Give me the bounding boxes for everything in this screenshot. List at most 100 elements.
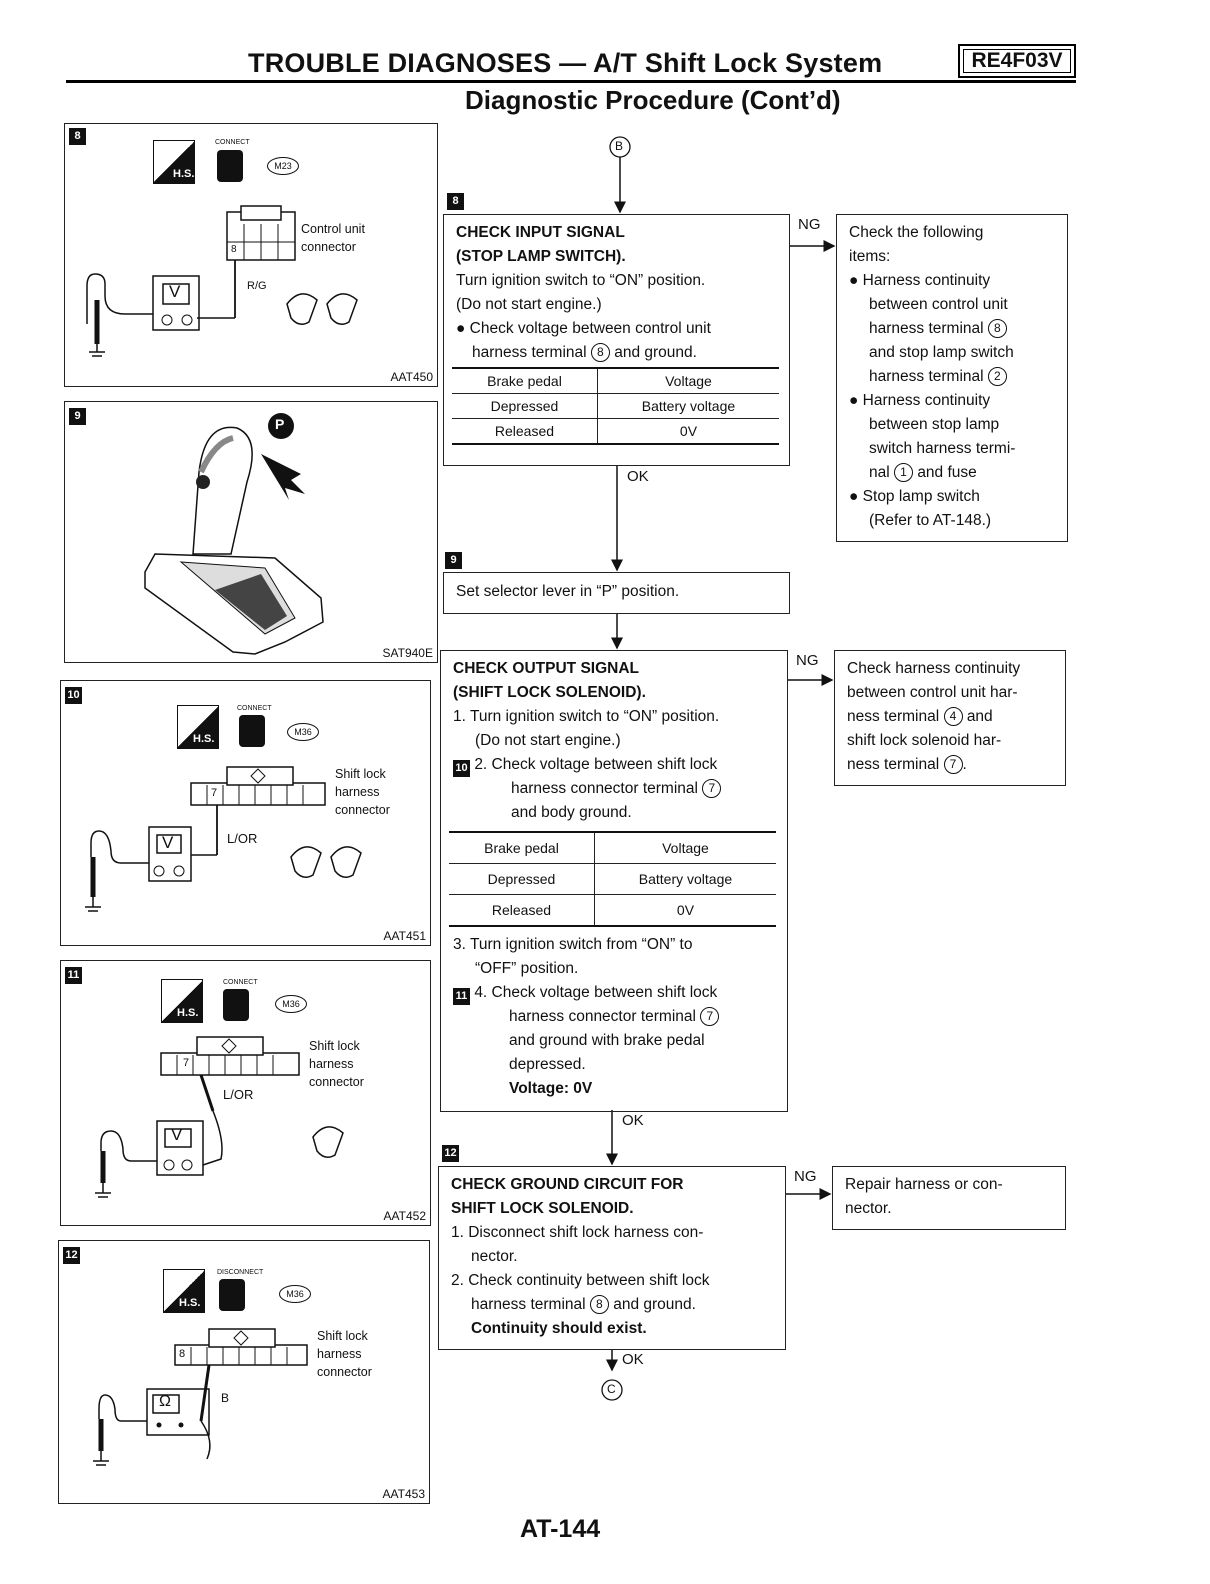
ng-box-line: between control unit <box>869 296 1008 313</box>
table-cell: 0V <box>594 894 776 927</box>
step-12-title: CHECK GROUND CIRCUIT FOR <box>451 1176 684 1193</box>
page-subtitle: Diagnostic Procedure (Cont’d) <box>465 85 841 115</box>
connect-type-label: CONNECT <box>237 705 272 712</box>
connector-label-line: connector <box>309 1075 364 1089</box>
terminal-number: 7 <box>943 755 963 774</box>
meter-symbol: V <box>171 1125 183 1144</box>
ok-label: OK <box>622 1112 644 1129</box>
bullet-text: and fuse <box>917 464 977 481</box>
connector-id-badge: M36 <box>275 995 307 1013</box>
terminal-number: 8 <box>590 343 610 362</box>
page-title: TROUBLE DIAGNOSES — A/T Shift Lock Syste… <box>248 48 883 78</box>
figure-11-panel: 11 H.S. CONNECT M36 7 V L/OR Shift lock … <box>60 960 431 1226</box>
step-10-text: 2. Check voltage between shift lock <box>474 756 718 773</box>
step-10-box: CHECK OUTPUT SIGNAL (SHIFT LOCK SOLENOID… <box>440 650 788 1112</box>
figure-step-number: 11 <box>65 967 82 984</box>
bullet-text: Harness continuity <box>862 392 991 409</box>
step-10-line: and body ground. <box>511 804 632 821</box>
connector-label: Shift lock harness connector <box>335 765 390 819</box>
step-10-line: “OFF” position. <box>475 960 579 977</box>
connector-pin-label: 7 <box>183 1057 190 1069</box>
figure-code: AAT452 <box>383 1209 426 1223</box>
step-12-box: CHECK GROUND CIRCUIT FOR SHIFT LOCK SOLE… <box>438 1166 786 1350</box>
connector-label-line: Control unit <box>301 222 365 236</box>
connector-label-line: harness <box>309 1057 354 1071</box>
connector-diagram <box>85 766 362 912</box>
connect-type-label: DISCONNECT <box>217 1269 264 1276</box>
step-10-title2: (SHIFT LOCK SOLENOID). <box>453 684 646 701</box>
terminal-number: 4 <box>943 707 963 726</box>
connector-label: Shift lock harness connector <box>317 1327 372 1381</box>
step-8-line: (Do not start engine.) <box>456 296 602 313</box>
terminal-number: 8 <box>987 319 1007 338</box>
hs-label: H.S. <box>193 733 215 745</box>
connector-label-bottom: C <box>607 1382 616 1396</box>
hs-tester-icon <box>153 140 195 184</box>
step-12-text: harness terminal <box>471 1296 586 1313</box>
connector-id-badge: M23 <box>267 157 299 175</box>
bullet-text: Harness continuity <box>862 272 991 289</box>
step-12-spec: Continuity should exist. <box>471 1320 647 1337</box>
figure-step-number: 8 <box>69 128 86 145</box>
ng-text: and <box>966 708 993 725</box>
connector-plug-icon <box>223 989 249 1021</box>
bullet-text: harness terminal <box>869 368 984 385</box>
terminal-number: 2 <box>987 367 1007 386</box>
figure-step-number: 9 <box>69 408 86 425</box>
hs-label: H.S. <box>179 1297 201 1309</box>
connector-label: Shift lock harness connector <box>309 1037 364 1091</box>
connector-label-line: Shift lock <box>317 1329 368 1343</box>
step-10-ng-box: Check harness continuity between control… <box>834 650 1066 786</box>
step-12-title2: SHIFT LOCK SOLENOID. <box>451 1200 634 1217</box>
header-rule <box>66 80 1076 83</box>
figure-step-number: 12 <box>63 1247 80 1264</box>
terminal-number: 7 <box>700 1007 720 1026</box>
ng-box-line: harness terminal 8 <box>849 317 1059 341</box>
page-number: AT-144 <box>520 1515 601 1543</box>
meter-symbol: V <box>162 833 174 852</box>
figure-code: AAT453 <box>382 1487 425 1501</box>
step-10-line: depressed. <box>509 1056 586 1073</box>
table-header: Brake pedal <box>452 367 598 394</box>
step-8-title: CHECK INPUT SIGNAL <box>456 224 625 241</box>
hs-tester-icon <box>177 705 219 749</box>
step-8-bullet: ● Check voltage between control unit <box>456 320 711 337</box>
hs-tester-icon <box>163 1269 205 1313</box>
step-10-line: 10 2. Check voltage between shift lock <box>453 753 779 777</box>
figure-9-panel: 9 P SAT940E <box>64 401 438 663</box>
ng-box-bullet: ● Stop lamp switch <box>849 488 980 505</box>
connect-type-label: CONNECT <box>215 139 250 146</box>
ng-box-line: between control unit har- <box>847 684 1018 701</box>
figure-12-panel: 12 H.S. DISCONNECT M36 8 Ω B Shift lock … <box>58 1240 430 1504</box>
connector-pin-label: 7 <box>211 787 218 799</box>
ng-label: NG <box>796 652 819 669</box>
ng-text: ness terminal <box>847 708 940 725</box>
ng-box-line: (Refer to AT-148.) <box>869 512 992 529</box>
table-cell: Depressed <box>452 393 598 419</box>
ng-label: NG <box>798 216 821 233</box>
connector-label-line: harness <box>317 1347 362 1361</box>
ng-box-line: switch harness termi- <box>869 440 1016 457</box>
figure-10-panel: 10 H.S. CONNECT M36 7 V L/OR Shift lock … <box>60 680 431 946</box>
table-cell: 0V <box>597 418 779 445</box>
selector-lever-illustration <box>144 413 324 655</box>
ng-box-line: Repair harness or con- <box>845 1176 1003 1193</box>
bullet-text: nal <box>869 464 890 481</box>
bullet-text: harness terminal <box>472 344 587 361</box>
step-10-line: harness connector terminal 7 <box>453 1005 779 1029</box>
model-code-badge: RE4F03V <box>958 44 1076 78</box>
step-8-line: Turn ignition switch to “ON” position. <box>456 272 706 289</box>
hs-tester-icon <box>161 979 203 1023</box>
connector-plug-icon <box>217 150 243 182</box>
step-12-line: 1. Disconnect shift lock harness con- <box>451 1224 704 1241</box>
figure-step-number: 10 <box>65 687 82 704</box>
ng-box-line: between stop lamp <box>869 416 1000 433</box>
table-cell: Depressed <box>449 863 595 895</box>
connector-plug-icon <box>219 1279 245 1311</box>
step-9-text: Set selector lever in “P” position. <box>456 583 680 600</box>
park-marker: P <box>275 416 285 432</box>
step-10-line: and ground with brake pedal <box>509 1032 705 1049</box>
